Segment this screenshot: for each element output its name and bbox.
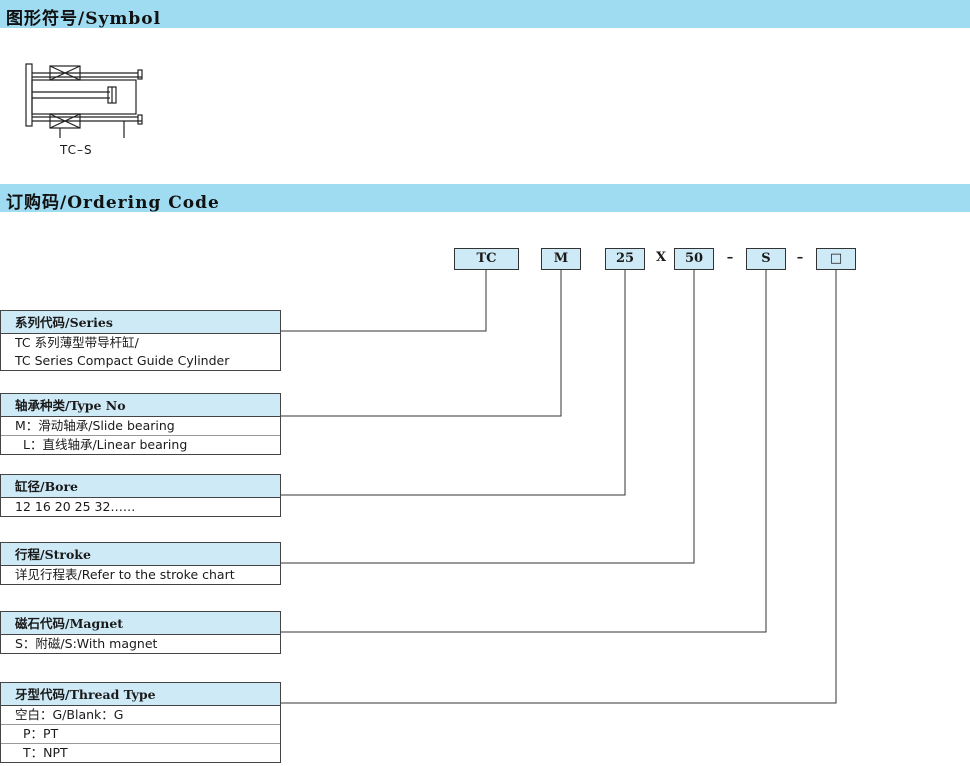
symbol-section-header: 图形符号/Symbol bbox=[0, 0, 970, 29]
connector-thread bbox=[281, 270, 837, 704]
series-block: 系列代码/Series TC 系列薄型带导杆缸/ TC Series Compa… bbox=[0, 310, 281, 371]
thread-block-title: 牙型代码/Thread Type bbox=[1, 683, 280, 706]
thread-line-pt: P：PT bbox=[1, 724, 280, 743]
bore-block-title: 缸径/Bore bbox=[1, 475, 280, 498]
code-stroke-box: 50 bbox=[674, 248, 714, 270]
code-thread-box: □ bbox=[816, 248, 856, 270]
stroke-note: 详见行程表/Refer to the stroke chart bbox=[15, 567, 235, 582]
code-magnet-box: S bbox=[746, 248, 786, 270]
thread-line-blank: 空白：G/Blank：G bbox=[15, 707, 124, 722]
connector-type bbox=[281, 270, 562, 417]
symbol-section-title: 图形符号/Symbol bbox=[6, 9, 162, 29]
code-bore-box: 25 bbox=[605, 248, 645, 270]
magnet-block: 磁石代码/Magnet S：附磁/S:With magnet bbox=[0, 611, 281, 654]
series-block-title: 系列代码/Series bbox=[1, 311, 280, 334]
symbol-label: TC–S bbox=[60, 143, 93, 157]
code-separator-dash-1: – bbox=[726, 250, 734, 265]
type-block-title: 轴承种类/Type No bbox=[1, 394, 280, 417]
connector-series bbox=[281, 270, 487, 332]
connector-stroke bbox=[281, 270, 695, 564]
code-type-box: M bbox=[541, 248, 581, 270]
bore-block: 缸径/Bore 12 16 20 25 32…… bbox=[0, 474, 281, 517]
stroke-block-title: 行程/Stroke bbox=[1, 543, 280, 566]
code-separator-x: X bbox=[655, 250, 667, 265]
thread-block: 牙型代码/Thread Type 空白：G/Blank：G P：PT T：NPT bbox=[0, 682, 281, 763]
type-block: 轴承种类/Type No M：滑动轴承/Slide bearing L：直线轴承… bbox=[0, 393, 281, 455]
bore-sizes: 12 16 20 25 32…… bbox=[15, 499, 136, 514]
symbol-cylinder-body bbox=[31, 79, 137, 115]
connector-magnet bbox=[281, 270, 767, 633]
code-series-box: TC bbox=[454, 248, 519, 270]
ordering-section-title: 订购码/Ordering Code bbox=[6, 193, 220, 213]
type-line-slide: M：滑动轴承/Slide bearing bbox=[15, 418, 175, 433]
stroke-block: 行程/Stroke 详见行程表/Refer to the stroke char… bbox=[0, 542, 281, 585]
thread-line-npt: T：NPT bbox=[1, 743, 280, 762]
series-line-1: TC 系列薄型带导杆缸/ bbox=[15, 335, 139, 350]
magnet-note: S：附磁/S:With magnet bbox=[15, 636, 158, 651]
magnet-block-title: 磁石代码/Magnet bbox=[1, 612, 280, 635]
series-line-2: TC Series Compact Guide Cylinder bbox=[15, 353, 230, 368]
type-line-linear: L：直线轴承/Linear bearing bbox=[1, 435, 280, 454]
connector-bore bbox=[281, 270, 626, 496]
code-separator-dash-2: – bbox=[796, 250, 804, 265]
cylinder-symbol bbox=[25, 63, 143, 138]
ordering-section-header: 订购码/Ordering Code bbox=[0, 184, 970, 213]
